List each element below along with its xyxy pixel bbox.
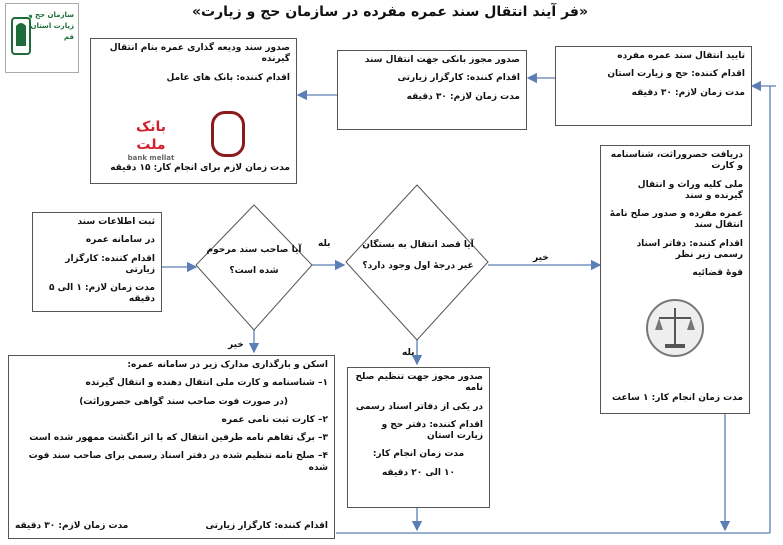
decision-deceased-shape — [195, 204, 313, 331]
receive-time: مدت زمان انجام کار: ۱ ساعت — [611, 392, 743, 403]
decision-deceased-line1: آیا صاحب سند مرحوم — [206, 245, 302, 255]
bank-mellat-logo: بانک ملت bank mellat — [121, 119, 181, 165]
scan-item-2: ۲– کارت ثبت نامی عمره — [221, 414, 328, 425]
box-scan-upload: اسکن و بارگذاری مدارک زیر در سامانه عمره… — [8, 355, 335, 539]
deposit-title: صدور سند ودیعه گذاری عمره بنام انتقال گی… — [109, 43, 290, 65]
peace-actor: اقدام کننده: دفتر حج و زیارت استان — [381, 419, 483, 441]
decision-deceased-line2: شده است؟ — [229, 265, 279, 276]
decision-relatives-line2: غیر درجهٔ اول وجود دارد؟ — [362, 260, 474, 271]
bank-emblem-icon — [211, 111, 245, 157]
peace-line2: در یکی از دفاتر اسناد رسمی — [355, 401, 483, 412]
peace-line1: صدور مجوز جهت تنظیم صلح نامه — [355, 372, 483, 394]
scan-item-1: ۱– شناسنامه و کارت ملی انتقال دهنده و ان… — [85, 378, 328, 389]
bank-permit-actor: اقدام کننده: کارگزار زیارتی — [397, 73, 520, 84]
confirm-time: مدت زمان لازم: ۳۰ دقیقه — [631, 87, 745, 98]
register-line2: در سامانه عمره — [85, 235, 155, 246]
peace-time2: ۱۰ الی ۲۰ دقیقه — [381, 467, 456, 478]
receive-actor2: قوهٔ قضائیه — [692, 268, 743, 278]
bank-name-en: bank mellat — [127, 154, 175, 162]
peace-time: مدت زمان انجام کار: — [372, 449, 465, 460]
register-actor: اقدام کننده: کارگزار زیارتی — [65, 253, 155, 275]
deposit-time: مدت زمان لازم برای انجام کار: ۱۵ دقیقه — [110, 162, 290, 173]
box-deposit: صدور سند ودیعه گذاری عمره بنام انتقال گی… — [90, 38, 297, 184]
scan-item-3: ۳– برگ تفاهم نامه طرفین انتقال که با اثر… — [29, 433, 328, 443]
label-no-relatives: خیر — [533, 253, 549, 263]
receive-line2: ملی کلیه وراث و انتقال گیرنده و سند — [637, 179, 743, 201]
judiciary-emblem-icon — [646, 299, 704, 357]
page-title: «فر آیند انتقال سند عمره مفرده در سازمان… — [192, 4, 588, 20]
register-time: مدت زمان لازم: ۱ الی ۵ دقیقه — [49, 283, 155, 305]
organization-logo: سازمان حج و زیارت استان قم — [5, 3, 79, 73]
confirm-title: تایید انتقال سند عمره مفرده — [617, 51, 745, 61]
box-peace-permit: صدور مجوز جهت تنظیم صلح نامه در یکی از د… — [347, 367, 490, 508]
receive-actor: اقدام کننده: دفاتر اسناد رسمی زیر نظر — [636, 238, 743, 260]
receive-line3: عمره مفرده و صدور صلح نامهٔ انتقال سند — [609, 209, 743, 231]
bank-permit-time: مدت زمان لازم: ۳۰ دقیقه — [406, 91, 520, 102]
scan-title: اسکن و بارگذاری مدارک زیر در سامانه عمره… — [127, 360, 328, 370]
label-yes-deceased: بله — [318, 239, 331, 249]
receive-line1: دریافت حصروراثت، شناسنامه و کارت — [610, 150, 743, 172]
confirm-actor: اقدام کننده: حج و زیارت استان — [607, 69, 745, 80]
bank-name-fa: بانک ملت — [135, 119, 167, 153]
scan-item-4: ۴– صلح نامه تنظیم شده در دفتر اسناد رسمی… — [28, 451, 328, 473]
logo-emblem-icon — [11, 17, 31, 55]
label-no-deceased: خیر — [228, 340, 244, 350]
decision-relatives-shape — [345, 184, 489, 341]
scan-footer: اقدام کننده: کارگزار زیارتی مدت زمان لاز… — [15, 521, 328, 532]
scan-time: مدت زمان لازم: ۳۰ دقیقه — [15, 520, 129, 531]
deposit-actor: اقدام کننده: بانک های عامل — [166, 72, 290, 83]
decision-relatives: آیا قصد انتقال به بستگان غیر درجهٔ اول و… — [356, 235, 480, 276]
box-register: ثبت اطلاعات سند در سامانه عمره اقدام کنن… — [32, 212, 162, 312]
box-confirm-transfer: تایید انتقال سند عمره مفرده اقدام کننده:… — [555, 46, 752, 126]
decision-relatives-line1: آیا قصد انتقال به بستگان — [362, 240, 474, 250]
box-bank-permit: صدور مجوز بانکی جهت انتقال سند اقدام کنن… — [337, 50, 527, 130]
scan-actor: اقدام کننده: کارگزار زیارتی — [205, 520, 328, 531]
label-yes-relatives: بله — [402, 348, 415, 358]
register-line1: ثبت اطلاعات سند — [77, 217, 155, 227]
logo-text: سازمان حج و زیارت استان قم — [28, 11, 74, 42]
bank-permit-title: صدور مجوز بانکی جهت انتقال سند — [364, 55, 520, 65]
decision-deceased: آیا صاحب سند مرحوم شده است؟ — [206, 240, 302, 281]
box-receive-documents: دریافت حصروراثت، شناسنامه و کارت ملی کلی… — [600, 145, 750, 414]
scan-item-1-note: (در صورت فوت صاحب سند گواهی حصروراثت) — [79, 396, 288, 407]
